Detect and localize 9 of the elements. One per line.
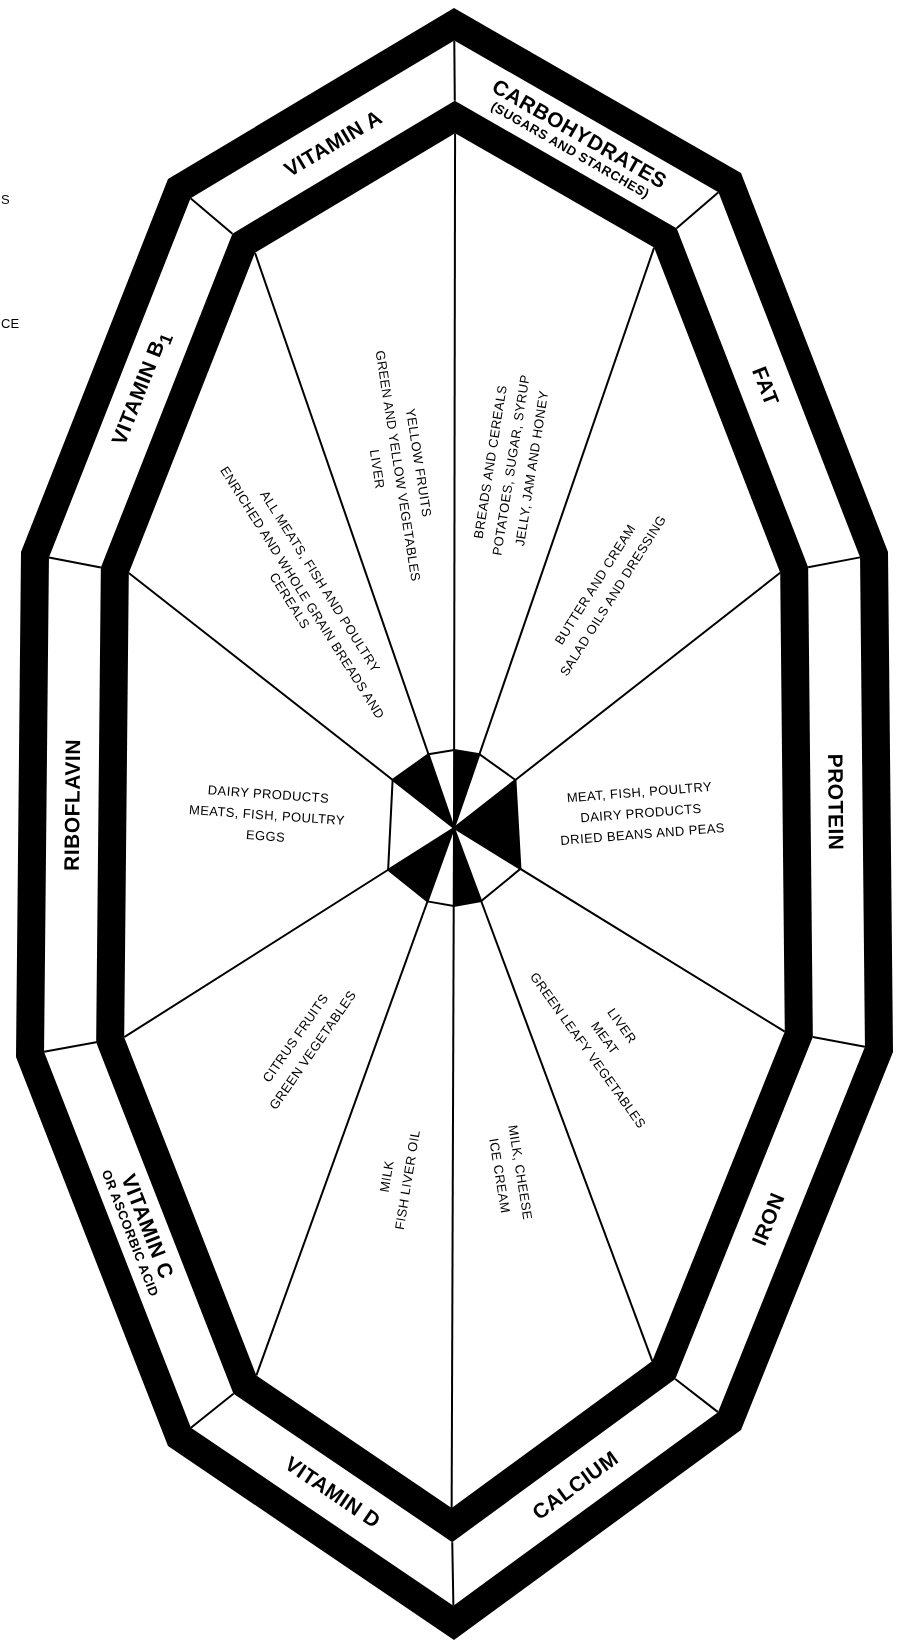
text-fragment: CE [1, 316, 20, 331]
food-item: LIVER [366, 448, 388, 490]
text-fragment: S [1, 192, 10, 207]
nutrient-label: RIBOFLAVIN [60, 738, 85, 871]
nutrient-label: PROTEIN [824, 753, 849, 851]
food-item: MILK [376, 1159, 397, 1194]
nutrient-label: IRON [746, 1189, 789, 1249]
food-item: EGGS [245, 827, 286, 845]
nutrient-label: FAT [747, 363, 784, 409]
